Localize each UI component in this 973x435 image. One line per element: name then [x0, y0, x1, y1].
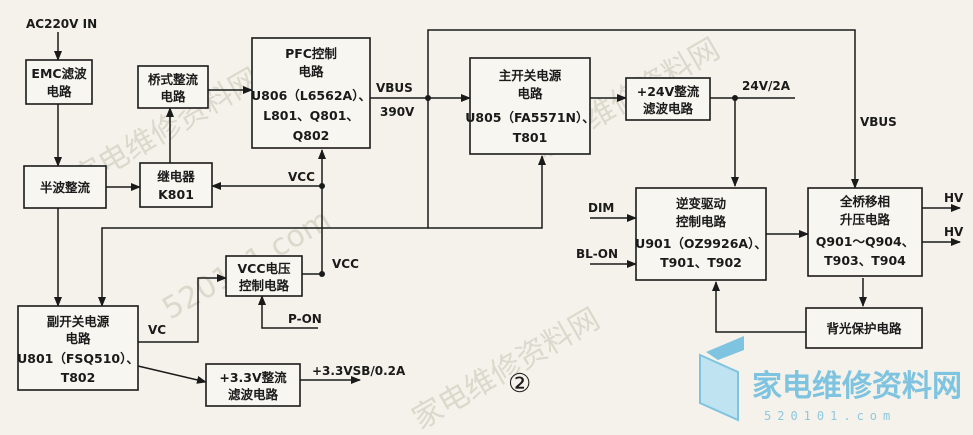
logo-site-url: 520101.com	[764, 409, 896, 423]
block-fullbridge-line-3: Q901～Q904、	[816, 234, 914, 249]
label-hv-2: HV	[944, 225, 964, 239]
block-half-wave-rectifier: 半波整流	[23, 165, 107, 209]
block-emc-filter: EMC滤波 电路	[25, 59, 93, 105]
vcc-ctrl-junction	[319, 271, 325, 277]
block-fullbridge-line-1: 全桥移相	[839, 194, 890, 209]
block-inverter-line-2: 控制电路	[676, 214, 727, 229]
block-pfc-line-1: PFC控制	[285, 46, 337, 61]
block-vcc-voltage-control: VCC电压 控制电路	[225, 255, 303, 297]
block-aux-line-4: T802	[61, 370, 96, 385]
block-main-line-4: T801	[513, 130, 548, 145]
block-pfc-line-5: Q802	[293, 128, 330, 143]
block-relay: 继电器 K801	[139, 162, 213, 208]
watermark-text-3: 家电维修资料网	[407, 302, 606, 435]
block-bridge-rectifier: 桥式整流 电路	[137, 65, 209, 109]
site-logo: 家电维修资料网 520101.com	[699, 336, 962, 423]
wires	[54, 29, 961, 384]
block-bridge-line-1: 桥式整流	[148, 72, 199, 87]
figure-number: ②	[508, 369, 531, 399]
block-pfc-line-2: 电路	[298, 64, 324, 79]
block-bridge-line-2: 电路	[160, 89, 186, 104]
block-backlight-protection: 背光保护电路	[805, 307, 923, 349]
block-full-bridge-boost: 全桥移相 升压电路 Q901～Q904、 T903、T904	[807, 187, 923, 277]
block-aux-line-3: U801（FSQ510）、	[17, 351, 139, 366]
block-halfwave-line-1: 半波整流	[40, 180, 91, 195]
label-p-on: P-ON	[288, 312, 322, 326]
block-relay-line-2: K801	[158, 187, 194, 202]
block-vcc-line-1: VCC电压	[237, 261, 291, 276]
block-fullbridge-line-2: 升压电路	[840, 212, 891, 227]
block-3v3-rectifier-filter: +3.3V整流 滤波电路	[205, 363, 301, 407]
label-vcc-ctrl: VCC	[332, 257, 359, 271]
label-vbus: VBUS	[376, 81, 413, 95]
block-24v-line-1: +24V整流	[637, 84, 700, 99]
block-fullbridge-line-4: T903、T904	[824, 253, 906, 268]
label-3v3-output: +3.3VSB/0.2A	[312, 364, 406, 378]
label-bl-on: BL-ON	[576, 247, 618, 261]
label-24v-output: 24V/2A	[742, 79, 791, 93]
block-aux-line-2: 电路	[65, 331, 91, 346]
block-relay-line-1: 继电器	[157, 169, 195, 184]
block-24v-line-2: 滤波电路	[643, 101, 694, 116]
block-aux-line-1: 副开关电源	[47, 314, 110, 329]
logo-site-name: 家电维修资料网	[752, 369, 962, 404]
label-vcc-relay: VCC	[288, 170, 315, 184]
block-pfc-line-3: U806（L6562A）、	[251, 88, 371, 103]
vbus-junction	[425, 95, 431, 101]
block-3v3-line-2: 滤波电路	[228, 387, 279, 402]
label-vbus-right: VBUS	[860, 115, 897, 129]
block-main-line-1: 主开关电源	[499, 68, 562, 83]
block-pfc-line-4: L801、Q801、	[263, 108, 359, 123]
label-hv-1: HV	[944, 191, 964, 205]
v24-junction	[732, 95, 738, 101]
signal-labels: AC220V IN VBUS 390V VCC VCC VC P-ON +3.3…	[26, 17, 964, 399]
block-24v-rectifier-filter: +24V整流 滤波电路	[625, 77, 711, 121]
vcc-relay-junction	[319, 183, 325, 189]
block-main-switching-psu: 主开关电源 电路 U805（FA5571N）、 T801	[465, 57, 595, 155]
block-vcc-line-2: 控制电路	[239, 278, 290, 293]
block-backlight-line-1: 背光保护电路	[826, 321, 902, 336]
label-dim: DIM	[588, 201, 614, 215]
block-main-line-2: 电路	[517, 86, 543, 101]
block-aux-switching-psu: 副开关电源 电路 U801（FSQ510）、 T802	[17, 305, 139, 391]
block-emc-line-1: EMC滤波	[31, 66, 87, 81]
block-pfc-control: PFC控制 电路 U806（L6562A）、 L801、Q801、 Q802	[251, 37, 371, 149]
logo-icon	[699, 336, 744, 422]
label-vc: VC	[148, 323, 166, 337]
block-inverter-line-1: 逆变驱动	[676, 196, 727, 211]
block-emc-line-2: 电路	[46, 84, 72, 99]
label-390v: 390V	[380, 105, 415, 119]
block-3v3-line-1: +3.3V整流	[219, 370, 287, 385]
junction-dots	[319, 95, 738, 277]
block-inverter-drive-control: 逆变驱动 控制电路 U901（OZ9926A）、 T901、T902	[635, 187, 767, 281]
block-inverter-line-4: T901、T902	[660, 255, 742, 270]
label-ac-input: AC220V IN	[26, 17, 97, 31]
block-inverter-line-3: U901（OZ9926A）、	[635, 236, 767, 251]
block-main-line-3: U805（FA5571N）、	[465, 110, 595, 125]
